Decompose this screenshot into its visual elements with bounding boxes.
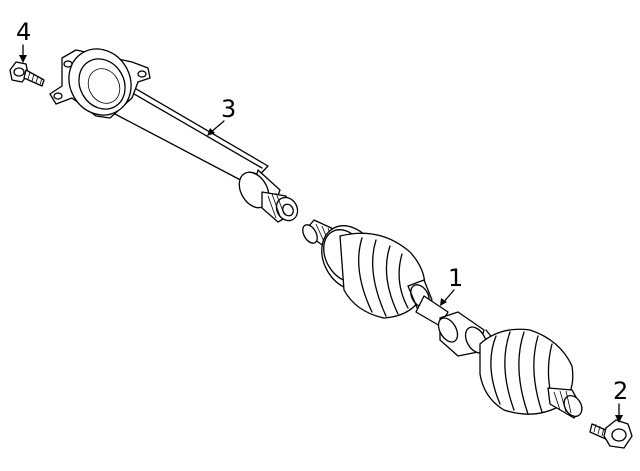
intermediate-shaft[interactable] — [49, 38, 302, 225]
callout-label-3: 3 — [221, 95, 236, 123]
bolt-2[interactable] — [589, 419, 633, 449]
callout-label-1: 1 — [448, 264, 463, 292]
callout-1: 1 — [440, 264, 463, 306]
callout-2: 2 — [613, 377, 628, 423]
callout-label-2: 2 — [613, 377, 628, 405]
callout-label-4: 4 — [16, 18, 31, 46]
callout-3: 3 — [207, 95, 236, 136]
cv-axle-shaft[interactable] — [300, 216, 586, 420]
bolt-4[interactable] — [9, 61, 45, 87]
callout-4: 4 — [16, 18, 31, 63]
